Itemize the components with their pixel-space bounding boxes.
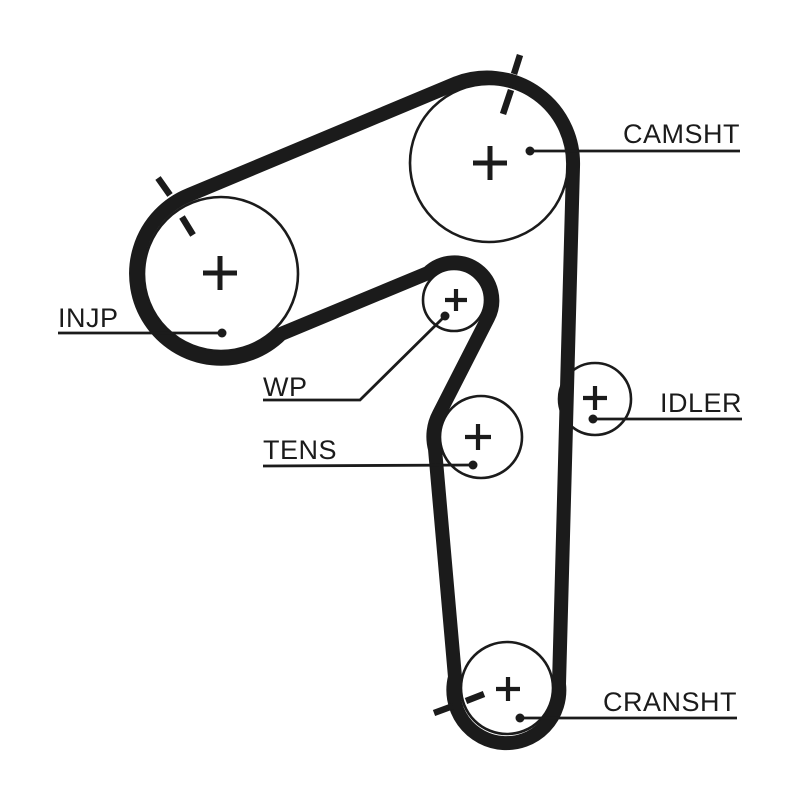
idler-leader-dot: [588, 414, 598, 424]
tensioner-leader-dot: [468, 460, 478, 470]
camshaft-leader-dot: [525, 146, 535, 156]
tensioner-center-mark: [465, 424, 491, 450]
camshaft-label: CAMSHT: [623, 119, 740, 149]
injection-pump-label: INJP: [58, 303, 119, 333]
tensioner-leader-line: [262, 463, 474, 468]
tensioner-label: TENS: [263, 435, 337, 465]
idler-label: IDLER: [660, 388, 742, 418]
injection-pump-pulley: [142, 195, 300, 353]
water-pump-leader-line: [263, 315, 446, 402]
crankshaft-leader-dot: [515, 713, 525, 723]
injection-pump-leader-dot: [217, 328, 227, 338]
idler-center-mark: [583, 386, 607, 410]
idler-pulley: [557, 361, 633, 437]
crankshaft-label: CRANSHT: [603, 687, 737, 717]
camshaft-timing-mark: [499, 54, 524, 116]
timing-belt: [129, 70, 581, 751]
crankshaft-center-mark: [496, 677, 520, 701]
injection-pump-center-mark: [203, 256, 237, 290]
injection-pump-timing-mark: [155, 176, 196, 237]
crankshaft-timing-mark: [432, 690, 486, 717]
camshaft-center-mark: [473, 146, 507, 180]
water-pump-label: WP: [263, 372, 308, 402]
water-pump-center-mark: [445, 289, 467, 311]
water-pump-leader-dot: [440, 311, 450, 321]
